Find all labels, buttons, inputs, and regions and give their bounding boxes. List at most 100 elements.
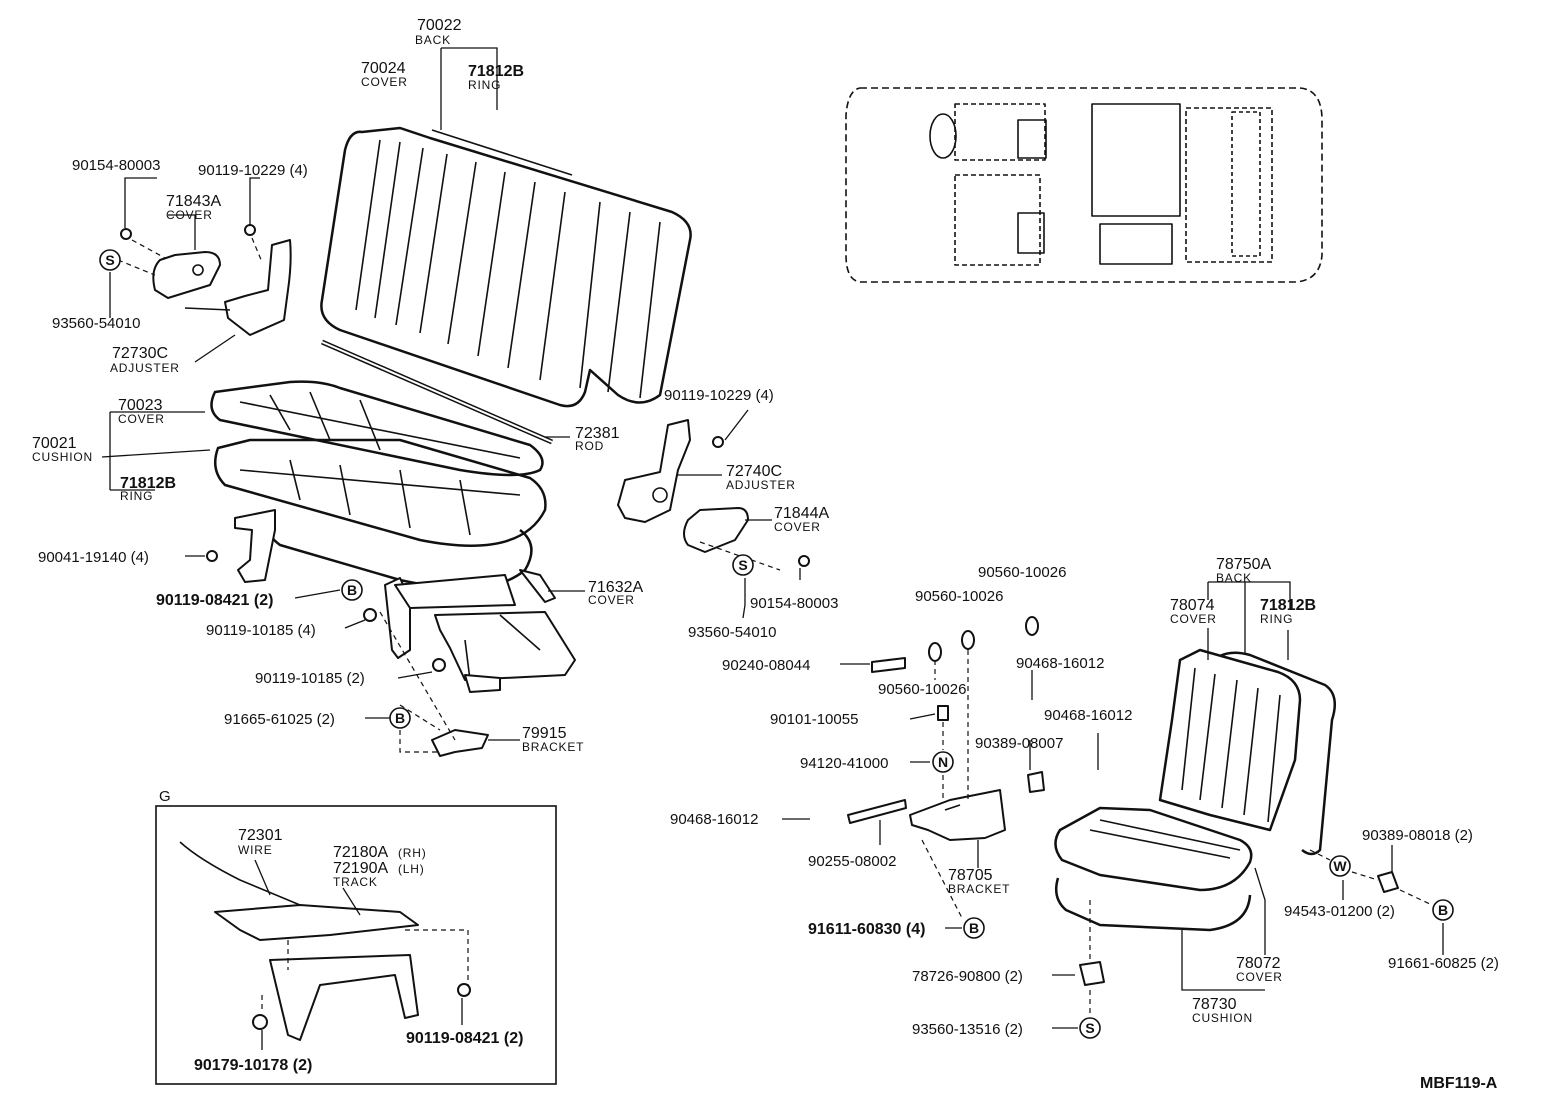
svg-text:S: S xyxy=(105,252,114,268)
label-70023-num: 70023 xyxy=(118,397,163,414)
label-71843a-name: COVER xyxy=(166,208,213,222)
inset-g xyxy=(155,805,557,1085)
label-71812b-top-name: RING xyxy=(468,78,501,92)
left-adjuster-assembly xyxy=(120,224,292,336)
label-72180a-num: 72180A xyxy=(333,844,388,861)
bracket-79915 xyxy=(431,729,489,757)
label-93560-right: 93560-54010 xyxy=(688,624,776,641)
label-93560-left: 93560-54010 xyxy=(52,315,140,332)
svg-text:B: B xyxy=(347,582,357,598)
label-94120: 94120-41000 xyxy=(800,755,888,772)
label-72301-num: 72301 xyxy=(238,827,283,844)
label-71632a-num: 71632A xyxy=(588,579,643,596)
label-90255: 90255-08002 xyxy=(808,853,896,870)
label-71632a-name: COVER xyxy=(588,593,635,607)
label-78750a-num: 78750A xyxy=(1216,556,1271,573)
label-70022-num: 70022 xyxy=(417,17,462,34)
svg-text:B: B xyxy=(395,710,405,726)
label-90119-08421-inset: 90119-08421 (2) xyxy=(406,1030,523,1047)
label-78074-num: 78074 xyxy=(1170,597,1215,614)
label-72190a-suffix: (LH) xyxy=(398,862,425,876)
label-90119-08421-main: 90119-08421 (2) xyxy=(156,592,273,609)
right-adjuster-assembly xyxy=(617,419,810,567)
inset-label: G xyxy=(159,788,171,805)
label-71844a-num: 71844A xyxy=(774,505,829,522)
label-90119-10229-left: 90119-10229 (4) xyxy=(198,162,308,179)
marker-s-93560-13516: S xyxy=(1079,1017,1101,1039)
label-93560-13516: 93560-13516 (2) xyxy=(912,1021,1023,1038)
label-79915-num: 79915 xyxy=(522,725,567,742)
label-90154-left: 90154-80003 xyxy=(72,157,160,174)
label-90240: 90240-08044 xyxy=(722,657,810,674)
label-72190a-num: 72190A xyxy=(333,860,388,877)
label-78726: 78726-90800 (2) xyxy=(912,968,1023,985)
label-72730c-num: 72730C xyxy=(112,345,168,362)
marker-s-left: S xyxy=(99,249,121,271)
label-72740c-name: ADJUSTER xyxy=(726,478,796,492)
leader-lines xyxy=(101,47,1444,1050)
label-90389-18: 90389-08018 (2) xyxy=(1362,827,1473,844)
bracket-78705 xyxy=(847,616,1399,986)
label-90468-c: 90468-16012 xyxy=(670,811,758,828)
label-94543: 94543-01200 (2) xyxy=(1284,903,1395,920)
marker-b-91665: B xyxy=(389,707,411,729)
label-72740c-num: 72740C xyxy=(726,463,782,480)
label-90468-a: 90468-16012 xyxy=(1016,655,1104,672)
marker-b-91661: B xyxy=(1432,899,1454,921)
label-70021-num: 70021 xyxy=(32,435,77,452)
label-71812b-right-name: RING xyxy=(1260,612,1293,626)
label-79915-name: BRACKET xyxy=(522,740,584,754)
label-71812b-left-num: 71812B xyxy=(120,475,176,492)
label-71812b-right-num: 71812B xyxy=(1260,597,1316,614)
svg-text:W: W xyxy=(1333,858,1347,874)
label-90560-a: 90560-10026 xyxy=(978,564,1066,581)
label-78730-name: CUSHION xyxy=(1192,1011,1253,1025)
label-78750a-name: BACK xyxy=(1216,571,1252,585)
reference-markers: S B B S N B S W xyxy=(99,249,1454,1039)
bench-seat-frame xyxy=(234,509,576,693)
marker-n: N xyxy=(932,751,954,773)
label-78730-num: 78730 xyxy=(1192,996,1237,1013)
label-90119-10185-b: 90119-10185 (2) xyxy=(255,670,365,687)
single-seat-cushion xyxy=(1054,806,1253,932)
label-90389-07: 90389-08007 xyxy=(975,735,1063,752)
label-78072-name: COVER xyxy=(1236,970,1283,984)
label-70024-num: 70024 xyxy=(361,60,406,77)
label-90468-b: 90468-16012 xyxy=(1044,707,1132,724)
marker-s-right: S xyxy=(732,554,754,576)
label-72190a-name: TRACK xyxy=(333,875,378,889)
label-78072-num: 78072 xyxy=(1236,955,1281,972)
marker-b-main: B xyxy=(341,579,363,601)
label-90560-b: 90560-10026 xyxy=(915,588,1003,605)
label-90154-right: 90154-80003 xyxy=(750,595,838,612)
part-labels: 70022 BACK 70024 COVER 71812B RING 90154… xyxy=(32,17,1499,1092)
marker-w: W xyxy=(1329,855,1351,877)
diagram-code: MBF119-A xyxy=(1420,1075,1498,1092)
svg-text:B: B xyxy=(1438,902,1448,918)
vehicle-locator-map xyxy=(845,87,1323,283)
rod-72381 xyxy=(321,339,553,445)
label-91661: 91661-60825 (2) xyxy=(1388,955,1499,972)
label-72381-name: ROD xyxy=(575,439,604,453)
svg-text:S: S xyxy=(1085,1020,1094,1036)
label-90179: 90179-10178 (2) xyxy=(194,1057,312,1074)
label-78705-num: 78705 xyxy=(948,867,993,884)
label-72301-name: WIRE xyxy=(238,843,273,857)
label-71812b-top-num: 71812B xyxy=(468,63,524,80)
label-71843a-num: 71843A xyxy=(166,193,221,210)
marker-b-91611: B xyxy=(963,917,985,939)
label-71812b-left-name: RING xyxy=(120,489,153,503)
label-78705-name: BRACKET xyxy=(948,882,1010,896)
label-72180a-suffix: (RH) xyxy=(398,846,427,860)
label-70022-name: BACK xyxy=(415,33,451,47)
label-91611: 91611-60830 (4) xyxy=(808,921,925,938)
main-fasteners xyxy=(206,550,446,672)
svg-text:S: S xyxy=(738,557,747,573)
label-70024-name: COVER xyxy=(361,75,408,89)
label-70023-name: COVER xyxy=(118,412,165,426)
label-91665: 91665-61025 (2) xyxy=(224,711,335,728)
label-90119-10229-right: 90119-10229 (4) xyxy=(664,387,774,404)
bench-seat-back xyxy=(320,126,692,408)
label-90041: 90041-19140 (4) xyxy=(38,549,149,566)
